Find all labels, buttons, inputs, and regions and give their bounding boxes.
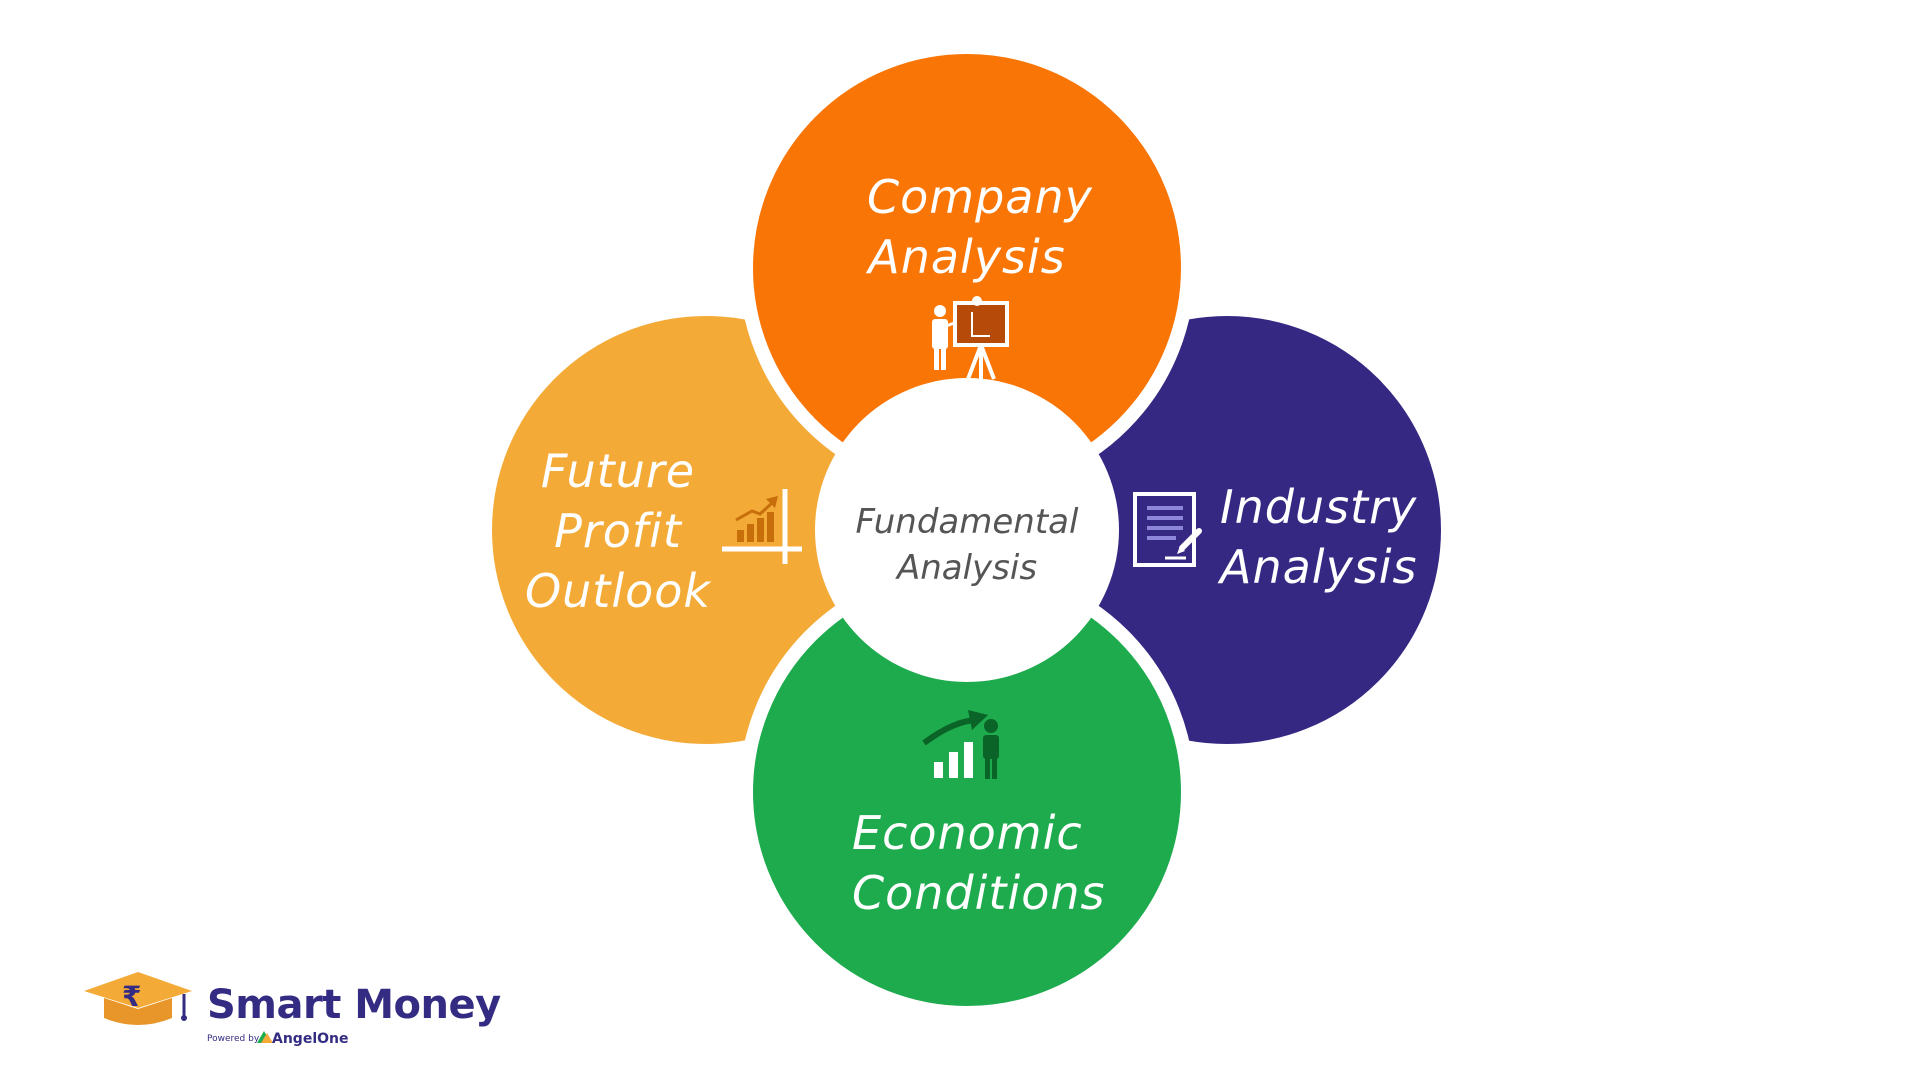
document-pen-icon — [1133, 492, 1202, 567]
industry-analysis-label: Industry Analysis — [1220, 480, 1418, 594]
graduation-cap-rupee-icon: ₹ — [84, 972, 192, 1025]
economic-conditions-label: Economic Conditions — [852, 806, 1106, 920]
company-analysis-label: Company Analysis — [867, 170, 1093, 284]
svg-text:₹: ₹ — [122, 980, 141, 1013]
future-profit-outlook-label: Future Profit Outlook — [524, 444, 712, 618]
circle-fundamental-analysis — [815, 378, 1119, 682]
brand-name: Smart Money — [207, 982, 501, 1028]
presentation-icon — [932, 296, 1009, 380]
growth-person-icon — [922, 710, 999, 779]
partner-name: AngelOne — [272, 1031, 349, 1047]
bar-chart-growth-icon — [722, 489, 802, 564]
powered-by-text: Powered by — [207, 1034, 260, 1044]
angelone-mark-icon — [257, 1031, 273, 1043]
fundamental-analysis-label: Fundamental Analysis — [855, 502, 1079, 588]
